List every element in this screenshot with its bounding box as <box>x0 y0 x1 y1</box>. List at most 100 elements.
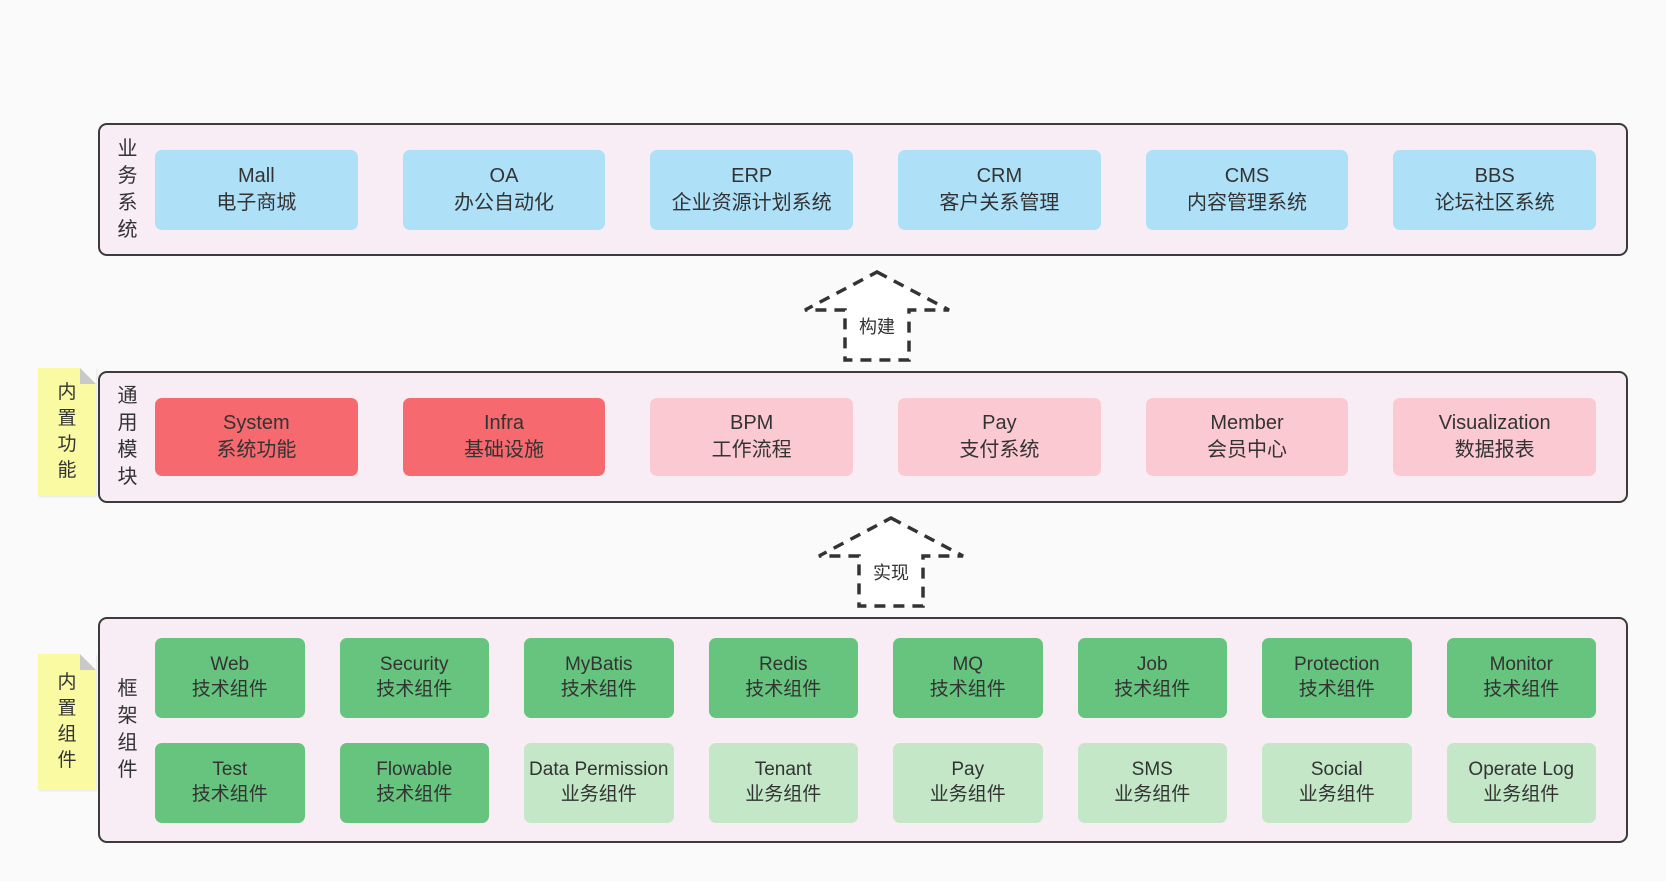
box-subtitle: 内容管理系统 <box>1187 191 1308 214</box>
box-subtitle: 电子商城 <box>216 191 297 214</box>
box-subtitle: 技术组件 <box>560 678 637 700</box>
box-bbs: BBS 论坛社区系统 <box>1393 149 1597 230</box>
box-flowable: Flowable 技术组件 <box>339 742 489 823</box>
box-crm: CRM 客户关系管理 <box>898 149 1101 230</box>
box-protection: Protection 技术组件 <box>1262 637 1412 718</box>
box-title: Pay <box>951 759 985 781</box>
box-subtitle: 技术组件 <box>376 783 453 805</box>
box-subtitle: 企业资源计划系统 <box>671 191 832 214</box>
box-web: Web 技术组件 <box>155 637 305 718</box>
box-sms: SMS 业务组件 <box>1077 742 1227 823</box>
component-rows: Web 技术组件 Security 技术组件 MyBatis 技术组件 Redi… <box>155 637 1596 823</box>
box-title: CMS <box>1224 164 1270 187</box>
box-operate-log: Operate Log 业务组件 <box>1446 742 1596 823</box>
panel-business-systems: 业务系统 Mall 电子商城 OA 办公自动化 ERP 企业资源计划系统 CRM… <box>98 123 1628 256</box>
box-subtitle: 业务组件 <box>1298 783 1375 805</box>
box-tenant: Tenant 业务组件 <box>708 742 858 823</box>
box-system: System 系统功能 <box>155 398 358 476</box>
box-subtitle: 工作流程 <box>711 439 792 461</box>
box-title: SMS <box>1131 759 1173 781</box>
panel-label-column: 框架组件 <box>100 619 155 841</box>
component-row-2: Test 技术组件 Flowable 技术组件 Data Permission … <box>155 742 1596 823</box>
box-subtitle: 办公自动化 <box>454 191 554 214</box>
box-title: MQ <box>952 654 984 676</box>
box-title: Test <box>212 759 248 781</box>
arrow-build-label: 构建 <box>856 312 898 340</box>
box-title: Protection <box>1293 654 1380 676</box>
box-title: BPM <box>730 412 774 435</box>
box-title: Mall <box>238 164 275 187</box>
box-data-permission: Data Permission 业务组件 <box>524 742 674 823</box>
box-title: Web <box>210 654 250 676</box>
box-title: Flowable <box>376 759 453 781</box>
box-subtitle: 技术组件 <box>745 678 822 700</box>
box-title: MyBatis <box>564 654 633 676</box>
box-subtitle: 技术组件 <box>1114 678 1191 700</box>
panel-framework-components: 框架组件 Web 技术组件 Security 技术组件 MyBatis 技术组件… <box>98 617 1628 843</box>
box-mall: Mall 电子商城 <box>155 149 358 230</box>
box-title: ERP <box>731 164 773 187</box>
box-title: System <box>222 412 290 435</box>
business-boxes-row: Mall 电子商城 OA 办公自动化 ERP 企业资源计划系统 CRM 客户关系… <box>155 149 1597 230</box>
box-subtitle: 系统功能 <box>216 439 297 461</box>
box-subtitle: 业务组件 <box>560 783 637 805</box>
box-job: Job 技术组件 <box>1077 637 1227 718</box>
box-title: Data Permission <box>529 759 669 781</box>
box-subtitle: 业务组件 <box>1483 783 1560 805</box>
box-subtitle: 技术组件 <box>1483 678 1560 700</box>
box-erp: ERP 企业资源计划系统 <box>650 149 854 230</box>
note-built-in-features: 内置功能 <box>38 368 96 496</box>
box-pay-component: Pay 业务组件 <box>893 742 1043 823</box>
box-title: Security <box>379 654 449 676</box>
box-test: Test 技术组件 <box>155 742 305 823</box>
panel-business-label: 业务系统 <box>117 137 138 241</box>
box-infra: Infra 基础设施 <box>402 398 606 476</box>
note-fold-icon <box>80 654 96 670</box>
box-redis: Redis 技术组件 <box>708 637 858 718</box>
note-text: 内置功能 <box>57 382 77 481</box>
panel-modules-label: 通用模块 <box>117 385 138 488</box>
box-title: Social <box>1310 759 1363 781</box>
box-title: CRM <box>976 164 1023 187</box>
box-monitor: Monitor 技术组件 <box>1446 637 1596 718</box>
box-subtitle: 技术组件 <box>376 678 453 700</box>
panel-label-column: 业务系统 <box>100 125 155 254</box>
box-title: Redis <box>758 654 808 676</box>
box-subtitle: 支付系统 <box>959 439 1040 461</box>
box-subtitle: 技术组件 <box>191 783 268 805</box>
box-title: Operate Log <box>1468 759 1575 781</box>
box-title: Pay <box>982 412 1017 435</box>
box-subtitle: 基础设施 <box>464 439 544 461</box>
note-built-in-components: 内置组件 <box>38 654 96 790</box>
box-oa: OA 办公自动化 <box>402 149 606 230</box>
panel-common-modules: 通用模块 System 系统功能 Infra 基础设施 BPM 工作流程 Pay… <box>98 371 1628 503</box>
box-title: Infra <box>483 412 525 435</box>
box-social: Social 业务组件 <box>1262 742 1412 823</box>
box-security: Security 技术组件 <box>339 637 489 718</box>
panel-components-label: 框架组件 <box>117 678 138 781</box>
box-visualization: Visualization 数据报表 <box>1393 398 1597 476</box>
box-title: BBS <box>1474 164 1515 187</box>
box-pay-module: Pay 支付系统 <box>898 398 1101 476</box>
box-subtitle: 业务组件 <box>1114 783 1191 805</box>
arrow-implement: 实现 <box>811 514 971 610</box>
box-subtitle: 会员中心 <box>1207 439 1288 461</box>
box-subtitle: 论坛社区系统 <box>1434 191 1555 214</box>
panel-label-column: 通用模块 <box>100 373 155 501</box>
box-subtitle: 数据报表 <box>1454 439 1535 461</box>
box-cms: CMS 内容管理系统 <box>1145 149 1349 230</box>
box-subtitle: 业务组件 <box>745 783 822 805</box>
module-boxes-row: System 系统功能 Infra 基础设施 BPM 工作流程 Pay 支付系统… <box>155 398 1597 476</box>
note-fold-icon <box>80 368 96 384</box>
box-subtitle: 技术组件 <box>929 678 1006 700</box>
box-subtitle: 技术组件 <box>1298 678 1375 700</box>
box-title: Job <box>1136 654 1168 676</box>
box-title: Visualization <box>1438 412 1551 435</box>
box-title: Tenant <box>754 759 812 781</box>
box-mq: MQ 技术组件 <box>893 637 1043 718</box>
box-subtitle: 客户关系管理 <box>939 191 1060 214</box>
box-title: Monitor <box>1489 654 1553 676</box>
box-subtitle: 技术组件 <box>191 678 268 700</box>
box-subtitle: 业务组件 <box>929 783 1006 805</box>
box-bpm: BPM 工作流程 <box>650 398 854 476</box>
